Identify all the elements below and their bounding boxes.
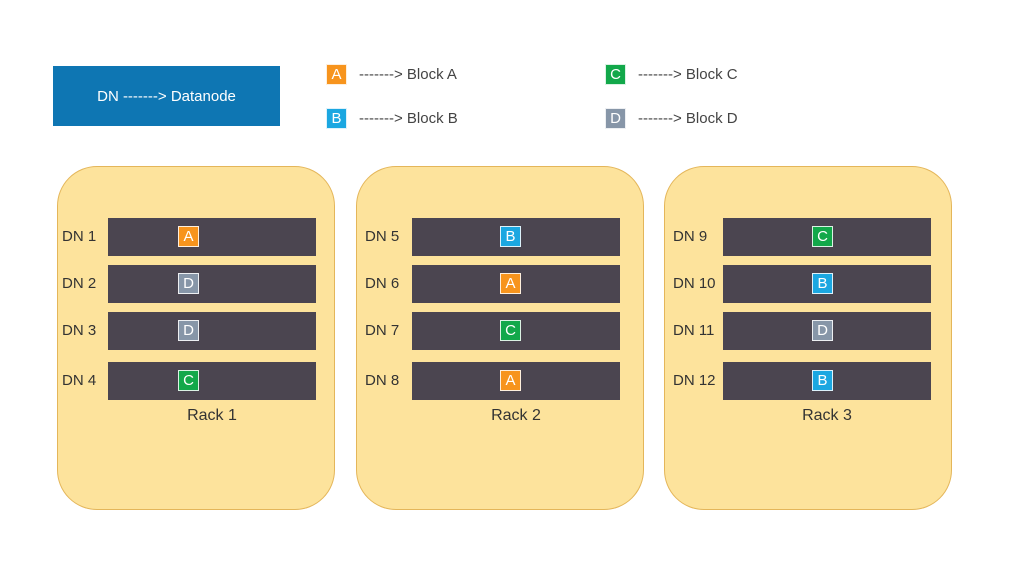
datanode-bar: C [108,362,316,400]
datanode-bar: C [723,218,931,256]
datanode-row: DN 12 B [665,362,951,400]
block-c-badge: C [178,370,199,391]
block-a-badge: A [326,64,347,85]
datanode-label: DN 12 [673,372,716,389]
datanode-label: DN 6 [365,275,400,292]
block-d-badge: D [178,273,199,294]
datanode-legend: DN -------> Datanode [53,66,280,126]
datanode-bar: D [108,312,316,350]
rack-3: DN 9 C DN 10 B DN 11 D DN 12 B Rack 3 [664,166,952,510]
datanode-label: DN 7 [365,322,400,339]
legend-block-c: C -------> Block C [605,64,738,85]
block-a-badge: A [178,226,199,247]
legend-block-b: B -------> Block B [326,108,458,129]
datanode-label: DN 2 [62,275,97,292]
rack-1: DN 1 A DN 2 D DN 3 D DN 4 C Rack 1 [57,166,335,510]
block-b-badge: B [326,108,347,129]
rack-2: DN 5 B DN 6 A DN 7 C DN 8 A Rack 2 [356,166,644,510]
datanode-bar: D [108,265,316,303]
datanode-bar: A [412,362,620,400]
datanode-row: DN 7 C [357,312,643,350]
block-a-badge: A [500,273,521,294]
datanode-row: DN 9 C [665,218,951,256]
block-c-badge: C [605,64,626,85]
datanode-label: DN 9 [673,228,708,245]
datanode-row: DN 4 C [58,362,334,400]
datanode-bar: D [723,312,931,350]
block-d-badge: D [812,320,833,341]
datanode-row: DN 11 D [665,312,951,350]
datanode-bar: A [412,265,620,303]
datanode-row: DN 5 B [357,218,643,256]
rack-label: Rack 3 [802,407,852,424]
datanode-row: DN 1 A [58,218,334,256]
rack-label: Rack 1 [187,407,237,424]
block-c-badge: C [500,320,521,341]
datanode-bar: C [412,312,620,350]
datanode-label: DN 1 [62,228,97,245]
legend-block-a-text: -------> Block A [359,66,457,83]
block-b-badge: B [500,226,521,247]
legend-block-a: A -------> Block A [326,64,457,85]
datanode-row: DN 8 A [357,362,643,400]
block-d-badge: D [178,320,199,341]
datanode-row: DN 10 B [665,265,951,303]
datanode-label: DN 11 [673,322,715,339]
legend-block-c-text: -------> Block C [638,66,738,83]
datanode-label: DN 4 [62,372,97,389]
datanode-legend-text: DN -------> Datanode [97,87,236,105]
datanode-row: DN 3 D [58,312,334,350]
block-b-badge: B [812,273,833,294]
datanode-label: DN 8 [365,372,400,389]
datanode-bar: B [723,265,931,303]
block-c-badge: C [812,226,833,247]
rack-label: Rack 2 [491,407,541,424]
datanode-bar: B [723,362,931,400]
datanode-row: DN 6 A [357,265,643,303]
legend-block-b-text: -------> Block B [359,110,458,127]
block-d-badge: D [605,108,626,129]
datanode-bar: B [412,218,620,256]
datanode-label: DN 10 [673,275,716,292]
datanode-label: DN 3 [62,322,97,339]
datanode-bar: A [108,218,316,256]
datanode-row: DN 2 D [58,265,334,303]
block-b-badge: B [812,370,833,391]
legend-block-d: D -------> Block D [605,108,738,129]
legend-block-d-text: -------> Block D [638,110,738,127]
datanode-label: DN 5 [365,228,400,245]
block-a-badge: A [500,370,521,391]
